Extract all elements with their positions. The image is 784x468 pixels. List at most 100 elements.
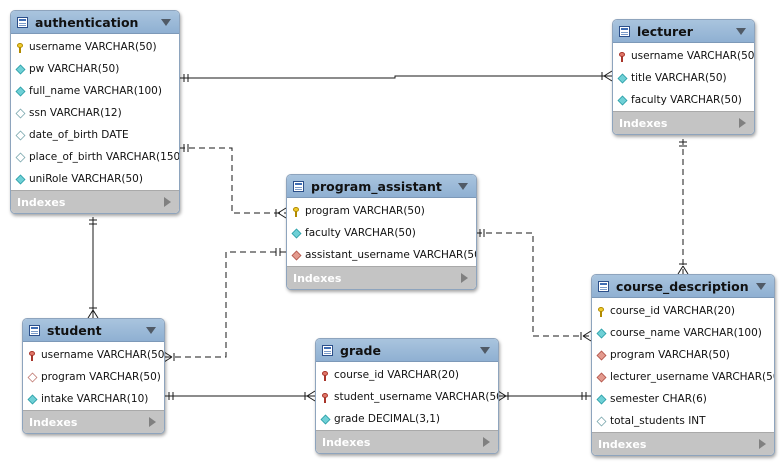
column-row[interactable]: faculty VARCHAR(50): [613, 89, 754, 111]
nullable-foreign-key-diamond-icon: [27, 372, 38, 382]
column-row[interactable]: uniRole VARCHAR(50): [11, 168, 179, 190]
column-row[interactable]: student_username VARCHAR(50): [316, 386, 498, 408]
column-row[interactable]: intake VARCHAR(10): [23, 388, 164, 410]
one-cardinality-marker: [275, 248, 281, 256]
collapse-caret-icon[interactable]: [161, 18, 171, 26]
foreign-primary-key-icon: [618, 51, 627, 62]
column-row[interactable]: lecturer_username VARCHAR(50): [592, 366, 774, 388]
table-header[interactable]: lecturer: [613, 20, 754, 43]
collapse-caret-icon[interactable]: [756, 282, 766, 290]
expand-arrow-icon[interactable]: [149, 417, 156, 427]
table-student[interactable]: student username VARCHAR(50) program VARCH…: [22, 318, 165, 434]
nullable-column-diamond-icon: [15, 130, 26, 140]
indexes-section[interactable]: Indexes: [11, 190, 179, 213]
table-name: program_assistant: [311, 178, 442, 194]
table-header[interactable]: authentication: [11, 11, 179, 34]
one-cardinality-marker: [168, 392, 174, 400]
column-row[interactable]: pw VARCHAR(50): [11, 58, 179, 80]
column-row[interactable]: username VARCHAR(50): [11, 36, 179, 58]
column-row[interactable]: date_of_birth DATE: [11, 124, 179, 146]
column-row[interactable]: place_of_birth VARCHAR(150): [11, 146, 179, 168]
column-list: program VARCHAR(50) faculty VARCHAR(50) as…: [287, 198, 476, 266]
column-diamond-icon: [15, 64, 26, 74]
foreign-primary-key-icon: [321, 370, 330, 381]
table-icon: [17, 16, 28, 28]
column-diamond-icon: [320, 414, 331, 424]
column-row[interactable]: full_name VARCHAR(100): [11, 80, 179, 102]
table-icon: [598, 280, 609, 292]
indexes-section[interactable]: Indexes: [287, 266, 476, 289]
column-label: full_name VARCHAR(100): [29, 85, 162, 97]
column-row[interactable]: course_id VARCHAR(20): [316, 364, 498, 386]
table-name: authentication: [35, 14, 139, 30]
column-row[interactable]: title VARCHAR(50): [613, 67, 754, 89]
indexes-section[interactable]: Indexes: [592, 432, 774, 455]
indexes-section[interactable]: Indexes: [23, 410, 164, 433]
column-diamond-icon: [291, 228, 302, 238]
table-header[interactable]: grade: [316, 339, 498, 362]
column-list: username VARCHAR(50) pw VARCHAR(50) full_n…: [11, 34, 179, 190]
column-row[interactable]: ssn VARCHAR(12): [11, 102, 179, 124]
column-row[interactable]: course_id VARCHAR(20): [592, 300, 774, 322]
relation-authentication-program-assistant: [179, 147, 286, 214]
column-row[interactable]: course_name VARCHAR(100): [592, 322, 774, 344]
column-label: place_of_birth VARCHAR(150): [29, 151, 180, 163]
column-diamond-icon: [617, 73, 628, 83]
collapse-caret-icon[interactable]: [736, 27, 746, 35]
column-diamond-icon: [15, 174, 26, 184]
table-name: lecturer: [637, 23, 693, 39]
column-row[interactable]: program VARCHAR(50): [592, 344, 774, 366]
table-header[interactable]: course_description: [592, 275, 774, 298]
collapse-caret-icon[interactable]: [458, 182, 468, 190]
nullable-column-diamond-icon: [15, 108, 26, 118]
table-icon: [619, 25, 630, 37]
expand-arrow-icon[interactable]: [461, 273, 468, 283]
column-row[interactable]: username VARCHAR(50): [23, 344, 164, 366]
collapse-caret-icon[interactable]: [480, 346, 490, 354]
column-label: ssn VARCHAR(12): [29, 107, 122, 119]
column-row[interactable]: grade DECIMAL(3,1): [316, 408, 498, 430]
column-row[interactable]: program VARCHAR(50): [23, 366, 164, 388]
relation-authentication-lecturer: [179, 75, 612, 79]
table-header[interactable]: student: [23, 319, 164, 342]
column-label: semester CHAR(6): [610, 393, 707, 405]
column-label: username VARCHAR(50): [41, 349, 165, 361]
indexes-section[interactable]: Indexes: [316, 430, 498, 453]
table-authentication[interactable]: authentication username VARCHAR(50) pw VAR…: [10, 10, 180, 214]
primary-key-icon: [292, 206, 301, 217]
collapse-caret-icon[interactable]: [146, 326, 156, 334]
table-lecturer[interactable]: lecturer username VARCHAR(50) title VARCHA…: [612, 19, 755, 135]
expand-arrow-icon[interactable]: [739, 118, 746, 128]
column-label: pw VARCHAR(50): [29, 63, 120, 75]
expand-arrow-icon[interactable]: [759, 439, 766, 449]
one-cardinality-marker: [679, 141, 687, 147]
foreign-key-diamond-icon: [291, 250, 302, 260]
column-diamond-icon: [15, 86, 26, 96]
expand-arrow-icon[interactable]: [164, 197, 171, 207]
indexes-label: Indexes: [293, 271, 342, 285]
column-label: title VARCHAR(50): [631, 72, 727, 84]
column-row[interactable]: total_students INT: [592, 410, 774, 432]
table-header[interactable]: program_assistant: [287, 175, 476, 198]
expand-arrow-icon[interactable]: [483, 437, 490, 447]
indexes-section[interactable]: Indexes: [613, 111, 754, 134]
column-row[interactable]: semester CHAR(6): [592, 388, 774, 410]
column-list: username VARCHAR(50) program VARCHAR(50)i…: [23, 342, 164, 410]
column-row[interactable]: assistant_username VARCHAR(50): [287, 244, 476, 266]
column-row[interactable]: username VARCHAR(50): [613, 45, 754, 67]
column-label: assistant_username VARCHAR(50): [305, 249, 477, 261]
table-icon: [29, 324, 40, 336]
column-row[interactable]: faculty VARCHAR(50): [287, 222, 476, 244]
relation-program-assistant-student: [164, 251, 286, 358]
column-label: total_students INT: [610, 415, 706, 427]
column-label: date_of_birth DATE: [29, 129, 129, 141]
column-label: faculty VARCHAR(50): [305, 227, 416, 239]
many-cardinality-marker: [87, 307, 99, 319]
column-diamond-icon: [596, 394, 607, 404]
table-name: student: [47, 322, 102, 338]
column-row[interactable]: program VARCHAR(50): [287, 200, 476, 222]
